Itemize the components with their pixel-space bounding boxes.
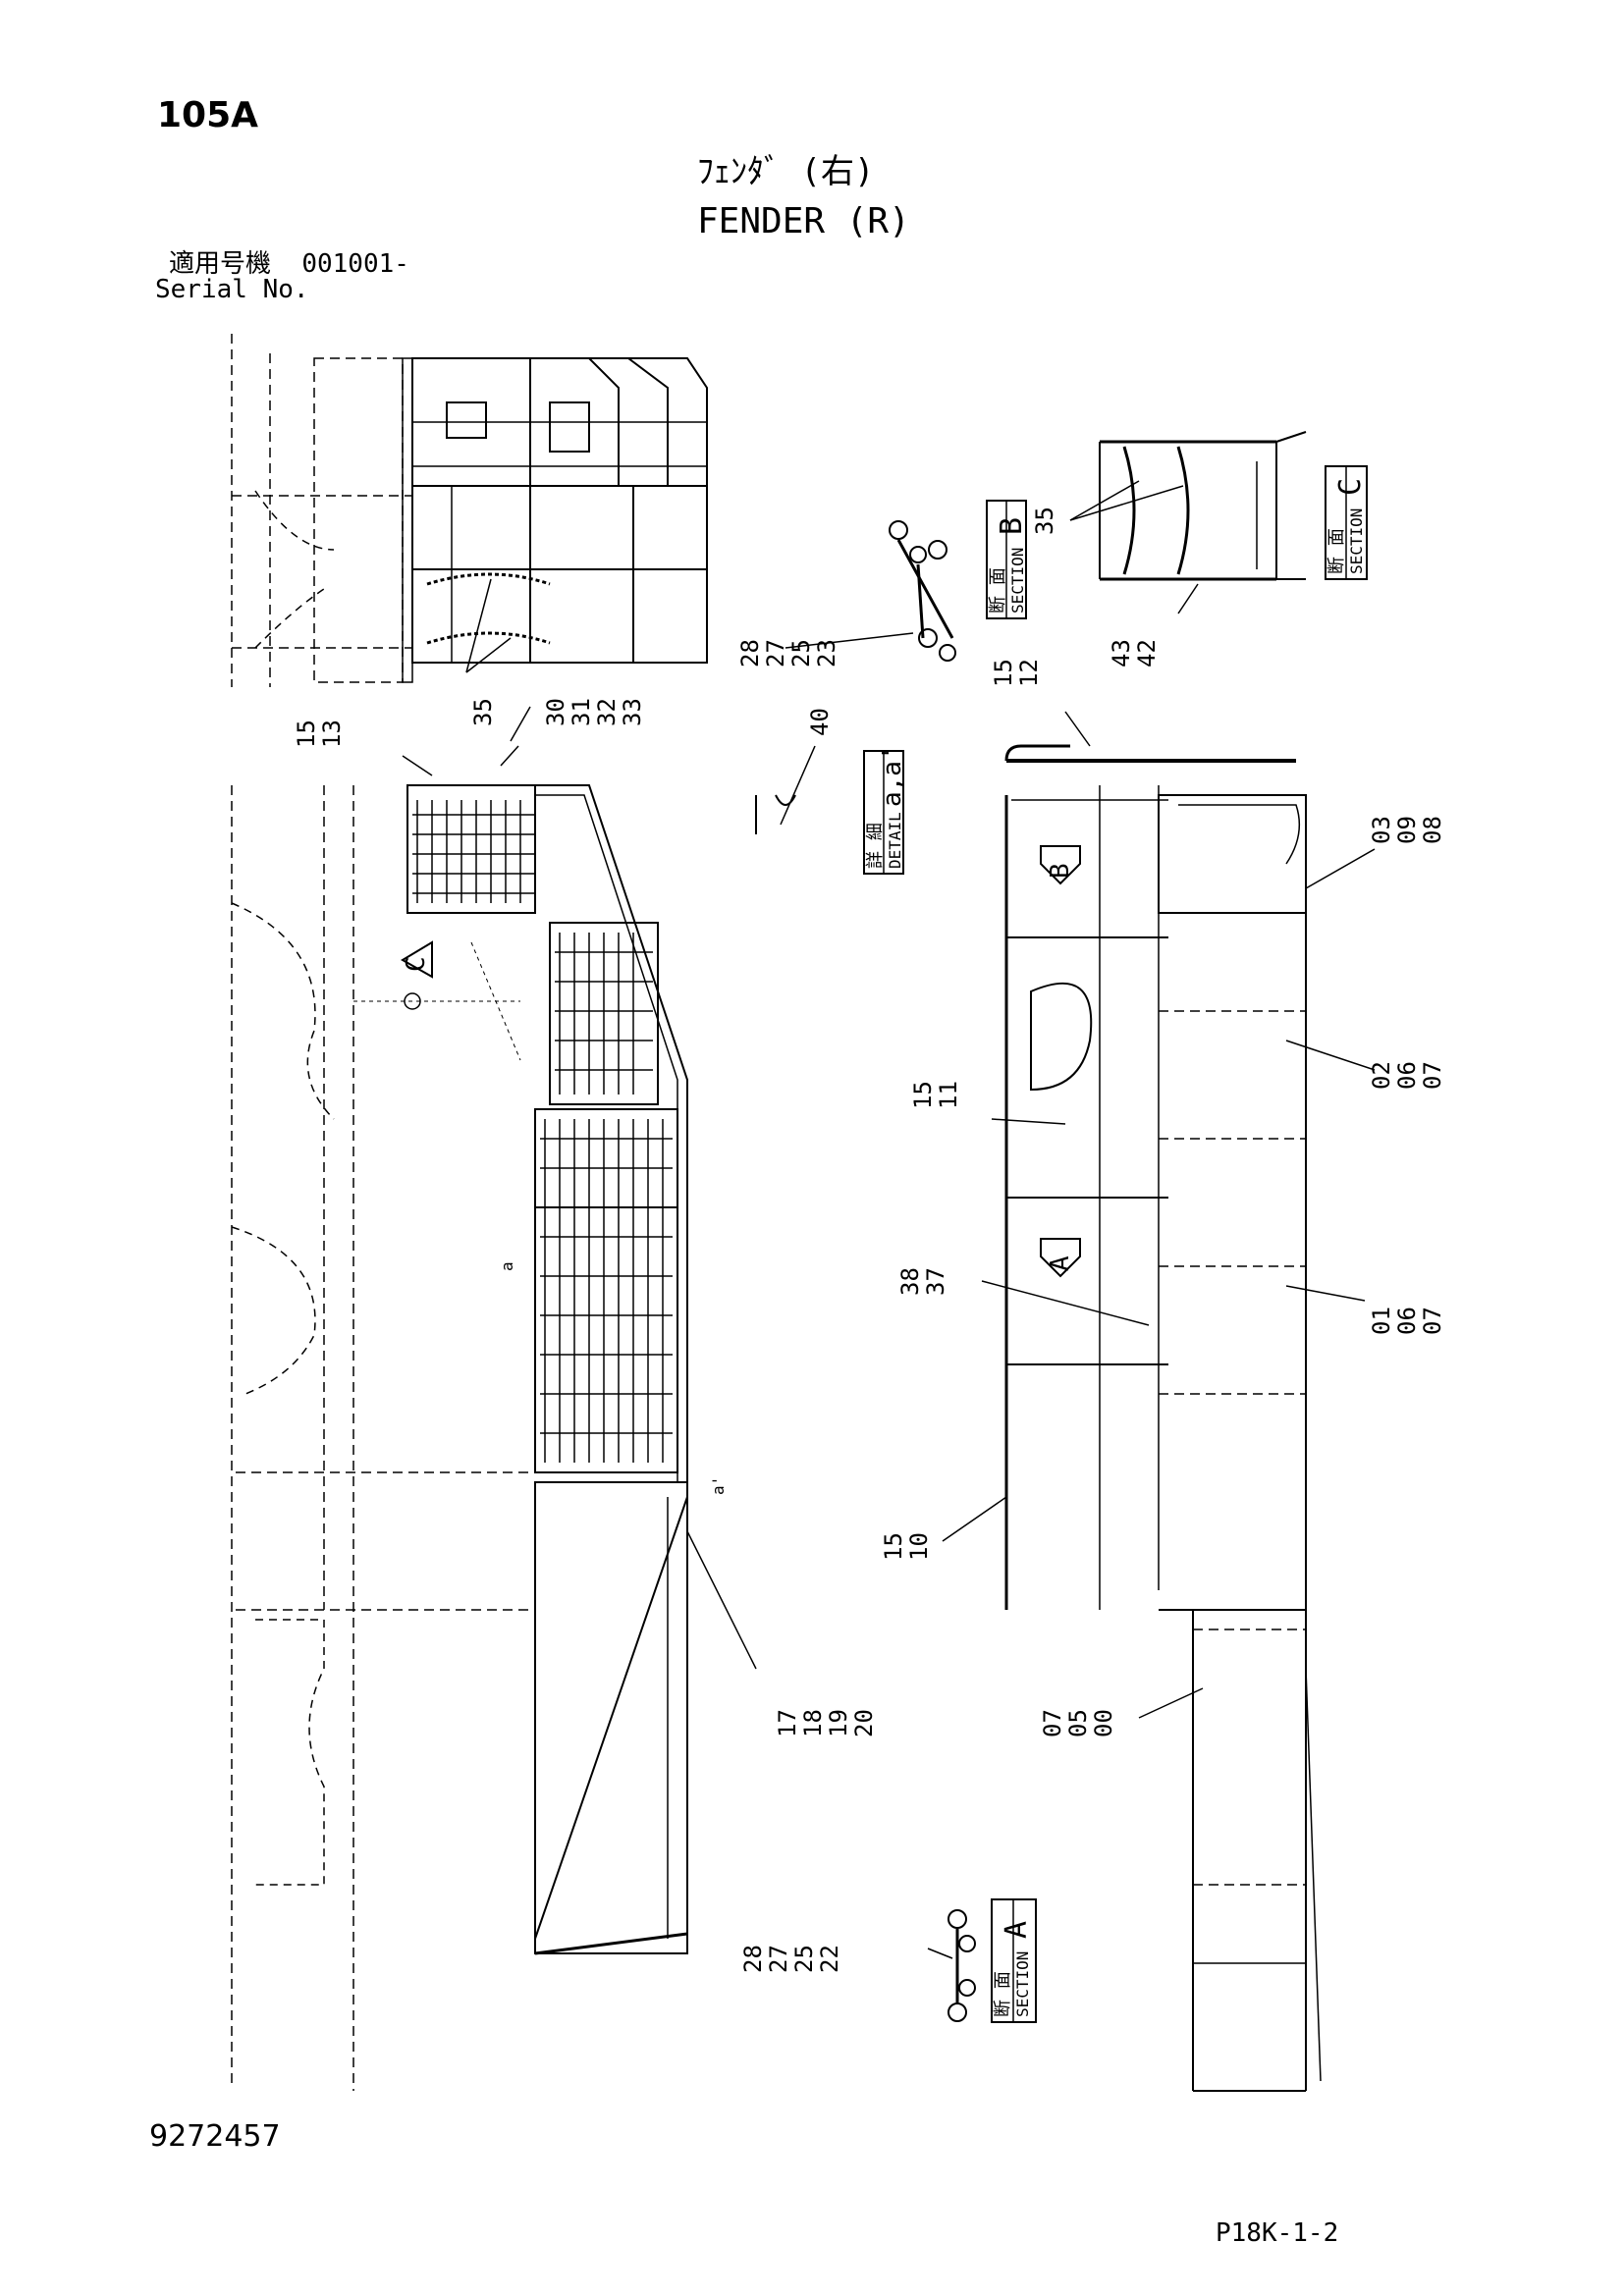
detail-ja: 詳 細 <box>865 823 886 869</box>
callout-42: 42 <box>1133 639 1161 667</box>
detail-marks: a a' <box>498 1261 728 1495</box>
callout-15-right-top: 15 <box>990 659 1017 687</box>
callout-38: 38 <box>896 1267 924 1296</box>
callout-01: 01 <box>1368 1307 1395 1335</box>
callout-37: 37 <box>922 1267 949 1296</box>
callout-18: 18 <box>799 1709 827 1737</box>
callout-labels: 35 30 31 32 33 28 27 25 23 35 43 42 15 1… <box>293 507 1446 1973</box>
callout-12: 12 <box>1015 659 1043 687</box>
section-b-detail <box>785 500 1027 662</box>
callout-10: 10 <box>905 1532 933 1561</box>
callout-23-b: 23 <box>813 639 840 667</box>
callout-05: 05 <box>1064 1709 1092 1737</box>
callout-15-right-bottom: 15 <box>880 1532 907 1561</box>
section-b-ja: 断 面 <box>988 567 1008 614</box>
view-arrow-b: B <box>1046 863 1075 879</box>
serial-number-label-ja: 適用号機 001001- <box>169 251 409 277</box>
callout-40: 40 <box>806 708 834 736</box>
top-elevation-view <box>231 334 708 742</box>
main-plan-view <box>231 745 757 2091</box>
callout-15-left: 15 <box>293 720 320 748</box>
callout-27-b: 27 <box>762 639 789 667</box>
callout-17: 17 <box>774 1709 801 1737</box>
section-a-en: SECTION <box>1013 1951 1032 2017</box>
title-english: FENDER (R) <box>697 201 910 241</box>
callout-33: 33 <box>619 698 646 726</box>
view-arrow-a: A <box>1046 1255 1075 1271</box>
page-number: 105A <box>157 95 259 135</box>
serial-label-ja: 適用号機 <box>169 249 272 279</box>
callout-30: 30 <box>542 698 569 726</box>
document-number: 9272457 <box>149 2119 281 2154</box>
callout-02: 02 <box>1368 1061 1395 1090</box>
detail-letter: a,a' <box>878 745 907 807</box>
section-a-detail <box>927 1898 1037 2023</box>
callout-00: 00 <box>1090 1709 1117 1737</box>
section-a-letter: A <box>1000 1921 1034 1939</box>
detail-mark-a: a <box>498 1261 516 1271</box>
section-c-en: SECTION <box>1347 508 1366 574</box>
callout-25-b: 25 <box>787 639 815 667</box>
callout-43: 43 <box>1108 639 1135 667</box>
serial-value: 001001- <box>301 249 409 279</box>
callout-08: 08 <box>1419 816 1446 844</box>
callout-13-left: 13 <box>318 720 346 748</box>
callout-20: 20 <box>850 1709 878 1737</box>
title-japanese: ﾌｪﾝﾀﾞ (右) <box>697 152 875 191</box>
callout-32: 32 <box>593 698 621 726</box>
callout-35-c: 35 <box>1031 507 1058 535</box>
section-a-ja: 断 面 <box>993 1971 1013 2017</box>
detail-en: DETAIL <box>886 812 904 869</box>
callout-07-c: 07 <box>1039 1709 1066 1737</box>
callout-28-a: 28 <box>739 1945 767 1973</box>
section-b-letter: B <box>995 517 1029 535</box>
callout-35-top: 35 <box>469 698 497 726</box>
callout-03: 03 <box>1368 816 1395 844</box>
detail-a-symbol <box>755 745 904 875</box>
callout-22: 22 <box>816 1945 843 1973</box>
callout-28-b: 28 <box>736 639 764 667</box>
page-reference: P18K-1-2 <box>1216 2218 1339 2248</box>
section-b-en: SECTION <box>1008 548 1027 614</box>
view-arrow-letters: B A C <box>402 863 1075 1271</box>
callout-15-right-mid: 15 <box>909 1081 937 1109</box>
callout-19: 19 <box>825 1709 852 1737</box>
callout-06-b: 06 <box>1393 1307 1421 1335</box>
right-elevation-view <box>401 711 1376 2092</box>
section-c-letter: C <box>1333 478 1368 496</box>
section-c-ja: 断 面 <box>1326 528 1347 574</box>
callout-07-b: 07 <box>1419 1307 1446 1335</box>
section-labels: 断 面 SECTION B 断 面 SECTION C 詳 細 DETAIL a… <box>865 478 1368 2017</box>
callout-27-a: 27 <box>765 1945 792 1973</box>
view-arrow-c: C <box>402 956 431 972</box>
callout-06-a: 06 <box>1393 1061 1421 1090</box>
callout-25-a: 25 <box>790 1945 818 1973</box>
callout-09: 09 <box>1393 816 1421 844</box>
section-c-detail <box>1069 431 1368 614</box>
serial-number-label-en: Serial No. <box>155 275 309 304</box>
callout-31: 31 <box>568 698 595 726</box>
callout-07-a: 07 <box>1419 1061 1446 1090</box>
callout-11: 11 <box>935 1081 962 1109</box>
detail-mark-a-prime: a' <box>709 1476 728 1495</box>
